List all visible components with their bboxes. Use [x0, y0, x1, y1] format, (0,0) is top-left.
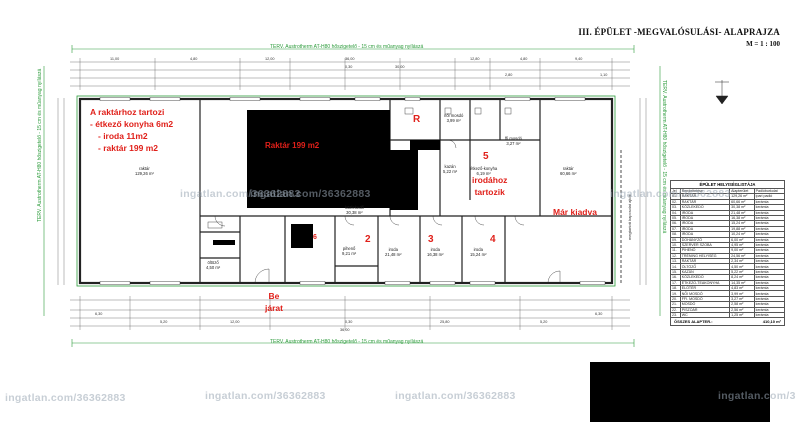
office-number-5: 5 [483, 151, 489, 162]
redacted-area-small [213, 240, 235, 245]
office-number-2: 2 [365, 234, 371, 245]
dim-bottom-2: 5,20 [160, 320, 168, 324]
office-number-3: 3 [428, 234, 434, 245]
insulation-outline [76, 95, 616, 287]
windows-bottom [99, 281, 606, 285]
entrance-note: Be járat [265, 291, 283, 313]
watermark: ingatlan.com/36362883 [395, 390, 516, 402]
warehouse-center-note: Raktár 199 m2 [265, 141, 320, 150]
insulation-hatch [71, 45, 635, 347]
dim-top-5: 0,30 [345, 65, 353, 69]
fixtures [207, 107, 512, 229]
legend-title: ÉPÜLET HELYISÉGLISTÁJA [670, 180, 785, 188]
office-number-4: 4 [490, 234, 496, 245]
insulation-label-bottom: TERV. Austrotherm AT-H80 hőszigetelő - 1… [270, 339, 424, 345]
watermark: ingatlan.com/3 [718, 390, 796, 402]
dim-top-7: 12,80 [470, 57, 480, 61]
sheet-scale: M = 1 : 100 [746, 40, 780, 48]
legend-total: ÖSSZES ALAPTER.:410,10 m² [670, 318, 785, 327]
dim-top-1: 11,00 [110, 57, 120, 61]
sheet-title: III. ÉPÜLET -MEGVALÓSULÁSI- ALAPRAJZA [578, 27, 780, 37]
connection-door-label: megtartott kapcsolat ajtók [627, 194, 632, 240]
room-marker-r: R [413, 114, 421, 125]
dim-top-8: 4,80 [520, 57, 528, 61]
north-arrow-icon [715, 80, 729, 105]
redacted-area-corner [590, 362, 770, 422]
insulation-label-left: TERV. Austrotherm AT-H80 hőszigetelő - 1… [37, 68, 43, 222]
watermark: ingatlan.com/36362883 [205, 390, 326, 402]
redacted-area-room6 [291, 224, 313, 248]
legend-cell: 23. [670, 311, 681, 319]
dim-bottom-6: 25,80 [440, 320, 450, 324]
doors [214, 139, 561, 284]
redacted-area-warehouse [247, 110, 390, 208]
watermark: ingatlan.com/36362883 [5, 392, 126, 404]
dim-bottom-8: 6,30 [595, 312, 603, 316]
dim-top-11: 1,10 [600, 73, 608, 77]
watermark: ingatlan.com/36362883 [180, 188, 301, 200]
watermark: ingatlan.com/36362883 [250, 188, 371, 200]
insulation-label-top: TERV. Austrotherm AT-H80 hőszigetelő - 1… [270, 44, 424, 50]
warehouse-note: A raktárhoz tartozi - étkező konyha 6m2 … [90, 107, 174, 153]
dimension-lines [57, 61, 647, 327]
insulation-label-right: TERV. Austrotherm AT-H80 hőszigetelő - 1… [661, 80, 667, 234]
dim-bottom-1: 6,30 [95, 312, 103, 316]
office-number-6: 6 [313, 234, 317, 241]
dim-top-9: 9,40 [575, 57, 583, 61]
watermark: ingatlan.com/36362883 [610, 188, 731, 200]
dim-top-4: 36,00 [345, 57, 355, 61]
dim-bottom-7: 5,20 [540, 320, 548, 324]
legend-cell: WC [679, 311, 731, 319]
legend-cell: kerámia [753, 311, 786, 319]
dim-top-2: 4,80 [190, 57, 198, 61]
dim-top-3: 12,00 [265, 57, 275, 61]
dimension-ticks [79, 58, 613, 330]
redacted-area-corridor [390, 150, 418, 210]
legend-cell: 1,25 m² [729, 311, 755, 319]
dim-top-10: 2,80 [505, 73, 513, 77]
dim-top-6: 30,00 [395, 65, 405, 69]
outer-wall [78, 97, 614, 285]
windows-top [99, 97, 586, 101]
dim-bottom-3: 12,00 [230, 320, 240, 324]
dim-bottom-4: 36,00 [340, 328, 350, 332]
rented-note: Már kiadva [553, 207, 597, 217]
office-note: irodához tartozik [472, 175, 508, 197]
redacted-area-strip [410, 140, 440, 150]
dim-bottom-5: 0,30 [345, 320, 353, 324]
